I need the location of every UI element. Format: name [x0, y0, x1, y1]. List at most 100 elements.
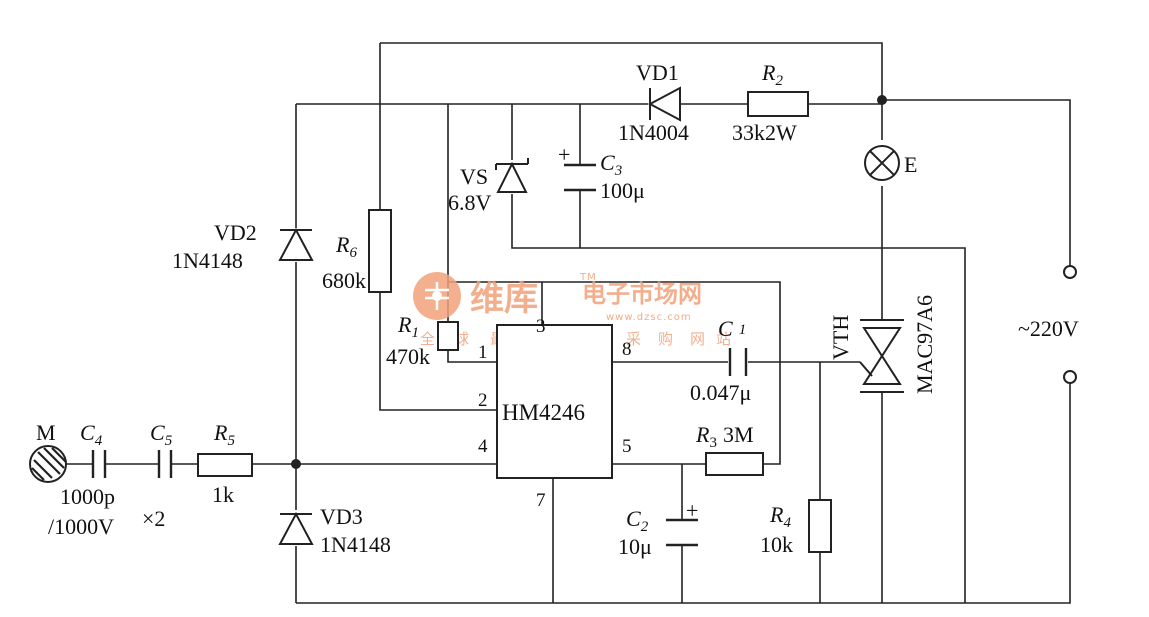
- r4-value: 10k: [760, 532, 793, 557]
- r6-value: 680k: [322, 268, 366, 293]
- ic-hm4246: HM4246 1 2 3 4 5 7 8: [478, 316, 632, 511]
- lamp-label: E: [904, 152, 917, 177]
- r2-label: R2: [761, 60, 783, 89]
- vs-value: 6.8V: [448, 190, 492, 215]
- watermark-title: 电子市场网: [582, 280, 702, 308]
- vd3-value: 1N4148: [320, 532, 391, 557]
- ic-name: HM4246: [502, 400, 585, 425]
- microphone-m: M: [29, 420, 67, 483]
- resistor-r2: R2 33k2W: [732, 60, 809, 145]
- supply-terminals: ~220V: [1018, 265, 1079, 384]
- c2-polarity: +: [686, 498, 698, 523]
- svg-text:站: 站: [716, 330, 731, 348]
- r1-value: 470k: [386, 344, 430, 369]
- vd1-label: VD1: [636, 60, 679, 85]
- ic-pin-8: 8: [622, 339, 632, 360]
- resistor-icon: [368, 209, 392, 293]
- vd1-value: 1N4004: [618, 120, 689, 145]
- resistor-icon: [197, 453, 253, 477]
- capacitor-c5: C5: [150, 420, 173, 478]
- svg-text:全: 全: [420, 330, 435, 348]
- junctions: [291, 95, 887, 469]
- vd2-label: VD2: [214, 220, 257, 245]
- watermark-tm: TM: [579, 272, 597, 283]
- junction-dot: [291, 459, 301, 469]
- r5-value: 1k: [212, 482, 234, 507]
- supply-label: ~220V: [1018, 316, 1079, 341]
- svg-text:购: 购: [658, 330, 673, 348]
- capacitor-icon: [564, 163, 596, 192]
- resistor-r6: R6 680k: [322, 209, 392, 293]
- vd3-label: VD3: [320, 504, 363, 529]
- resistor-icon: [705, 452, 764, 476]
- triac-vth: VTH MAC97A6: [828, 295, 937, 394]
- r1-label: R1: [397, 312, 419, 341]
- r2-value: 33k2W: [732, 120, 797, 145]
- microphone-icon: [29, 445, 67, 483]
- c45-value: 1000p: [60, 484, 115, 509]
- r6-label: R6: [335, 232, 357, 261]
- resistor-r5: R5 1k: [197, 420, 253, 507]
- diode-icon: [278, 227, 314, 261]
- terminal-icon: [1063, 265, 1077, 279]
- ic-pin-7: 7: [536, 490, 546, 511]
- ic-pin-2: 2: [478, 390, 488, 411]
- ic-pin-3: 3: [536, 316, 546, 337]
- capacitor-c3: + C3 100μ: [558, 142, 645, 203]
- c2-label: C2: [626, 506, 649, 535]
- zener-icon: [496, 161, 528, 193]
- c4-label: C4: [80, 420, 103, 449]
- triac-icon: [862, 327, 902, 358]
- c45-multiplier: ×2: [142, 506, 165, 531]
- vth-part: MAC97A6: [912, 295, 937, 394]
- resistor-icon: [437, 321, 459, 351]
- ic-pin-4: 4: [478, 436, 488, 457]
- c3-polarity: +: [558, 142, 570, 167]
- watermark-logo: 维库: [470, 279, 538, 319]
- ic-body: [496, 324, 613, 479]
- vth-label: VTH: [828, 315, 853, 360]
- svg-text:网: 网: [690, 330, 705, 348]
- ic-pin-1: 1: [478, 342, 488, 363]
- diode-icon: [278, 511, 314, 545]
- capacitor-icon: [157, 450, 173, 478]
- mic-label: M: [36, 420, 56, 445]
- capacitor-icon: [666, 518, 698, 547]
- junction-dot: [877, 95, 887, 105]
- diode-vd2: VD2 1N4148: [172, 220, 314, 273]
- svg-text:采: 采: [626, 330, 641, 348]
- terminal-icon: [1063, 370, 1077, 384]
- resistor-r1: R1 470k: [386, 312, 459, 369]
- lamp-e: E: [864, 145, 917, 181]
- capacitor-icon: [728, 348, 748, 376]
- watermark: 维库 电子市场网 www.dzsc.com TM 全 球 最 大 I C 采 购…: [413, 272, 731, 348]
- watermark-url: www.dzsc.com: [606, 312, 692, 323]
- resistor-r4: R4 10k: [760, 499, 832, 557]
- diode-icon: [647, 86, 681, 122]
- c3-label: C3: [600, 150, 622, 179]
- vs-label: VS: [460, 164, 488, 189]
- c45-rating: /1000V: [48, 514, 114, 539]
- c5-label: C5: [150, 420, 173, 449]
- diode-vd1: VD1 1N4004: [618, 60, 689, 145]
- dzsc-logo-icon: [413, 272, 461, 320]
- resistor-icon: [747, 91, 809, 117]
- resistor-icon: [808, 499, 832, 553]
- c2-value: 10μ: [618, 534, 652, 559]
- vd2-value: 1N4148: [172, 248, 243, 273]
- capacitor-icon: [91, 450, 107, 478]
- c1-value: 0.047μ: [690, 380, 751, 405]
- zener-vs: VS 6.8V: [448, 158, 529, 215]
- capacitor-c2: + C2 10μ: [618, 498, 698, 559]
- capacitor-c4: C4: [80, 420, 107, 478]
- ic-pin-5: 5: [622, 436, 632, 457]
- c3-value: 100μ: [600, 178, 645, 203]
- diode-vd3: VD3 1N4148: [278, 504, 391, 557]
- r4-label: R4: [769, 502, 791, 531]
- r5-label: R5: [213, 420, 235, 449]
